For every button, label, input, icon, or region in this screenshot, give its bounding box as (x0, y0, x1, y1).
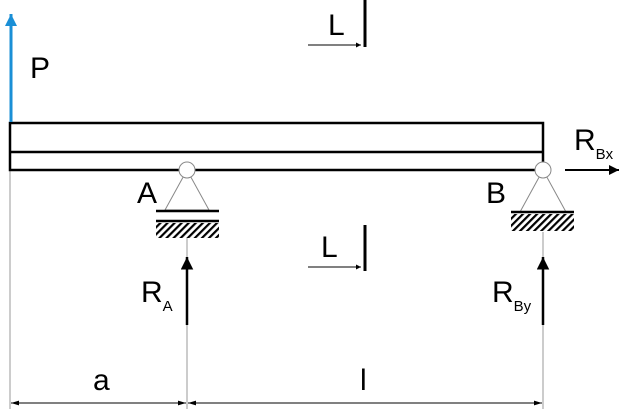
beam (8, 121, 545, 172)
support-b (511, 161, 574, 231)
section-top-label: L (328, 9, 345, 42)
support-b-label: B (486, 177, 506, 210)
support-a-label: A (137, 177, 157, 210)
reaction-bx-label: RBx (574, 124, 614, 163)
force-p-label: P (30, 52, 50, 85)
reaction-a-label: RA (141, 276, 173, 315)
extension-lines (9, 170, 544, 409)
section-bottom-label: L (321, 231, 338, 264)
support-a (156, 161, 219, 238)
section-top (308, 0, 367, 48)
section-bottom (308, 225, 367, 271)
dimension-a-label: a (93, 364, 110, 397)
reaction-by-label: RBy (492, 276, 532, 315)
dimension-l-label: l (360, 364, 367, 397)
